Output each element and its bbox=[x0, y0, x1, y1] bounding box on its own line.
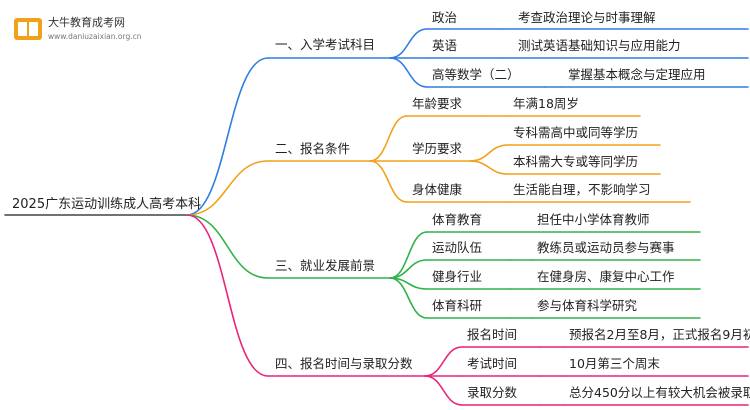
branch-label-4: 四、报名时间与录取分数 bbox=[275, 356, 413, 371]
b3-item-1-label: 体育教育 bbox=[432, 212, 482, 227]
b4-item-2-detail: 10月第三个周末 bbox=[569, 356, 660, 371]
edge-b4-i1 bbox=[424, 346, 463, 377]
edge-b4-i3 bbox=[424, 375, 463, 406]
b2-item-3-label: 身体健康 bbox=[412, 182, 463, 197]
b4-item-3-detail: 总分450分以上有较大机会被录取 bbox=[569, 385, 750, 400]
edge-b2-i2-d1 bbox=[469, 144, 509, 162]
b2-item-2-label: 学历要求 bbox=[412, 141, 463, 156]
edge-b3-i4 bbox=[389, 277, 428, 319]
b2-item-1-label: 年龄要求 bbox=[412, 96, 463, 111]
b1-item-3-label: 高等数学（二） bbox=[432, 67, 520, 82]
b4-item-3-label: 录取分数 bbox=[467, 385, 518, 400]
edge-b2-i3 bbox=[369, 160, 408, 203]
edge-b3-i1 bbox=[389, 231, 428, 279]
b3-item-4-label: 体育科研 bbox=[432, 298, 482, 313]
edge-b3-i2 bbox=[389, 259, 428, 279]
b2-item-2-detail-2: 本科需大专或等同学历 bbox=[513, 154, 638, 169]
edge-root-b2 bbox=[186, 160, 269, 216]
b1-item-2-label: 英语 bbox=[432, 38, 457, 53]
b1-item-2-detail: 测试英语基础知识与应用能力 bbox=[518, 38, 681, 53]
logo-url: www.daniuzaixian.org.cn bbox=[48, 32, 142, 41]
b3-item-1-detail: 担任中小学体育教师 bbox=[537, 212, 650, 227]
edge-b2-i2-d2 bbox=[469, 160, 509, 175]
b1-item-3-detail: 掌握基本概念与定理应用 bbox=[568, 67, 706, 82]
logo-title: 大牛教育成考网 bbox=[48, 16, 125, 29]
b3-item-3-detail: 在健身房、康复中心工作 bbox=[537, 269, 675, 284]
b4-item-1-detail: 预报名2月至8月，正式报名9月初 bbox=[569, 327, 750, 342]
book-logo-icon bbox=[14, 18, 42, 40]
root-node-label: 2025广东运动训练成人高考本科 bbox=[12, 196, 201, 212]
edge-root-b1 bbox=[186, 57, 269, 216]
edge-root-b3 bbox=[186, 214, 269, 279]
b2-item-2-detail-1: 专科需高中或同等学历 bbox=[513, 125, 638, 140]
b3-item-2-detail: 教练员或运动员参与赛事 bbox=[537, 240, 675, 255]
b2-item-3-detail: 生活能自理，不影响学习 bbox=[513, 182, 651, 197]
b1-item-1-label: 政治 bbox=[432, 10, 457, 25]
branch-label-2: 二、报名条件 bbox=[275, 141, 350, 156]
branch-label-3: 三、就业发展前景 bbox=[275, 258, 375, 273]
branch-label-1: 一、入学考试科目 bbox=[275, 37, 375, 52]
edge-b1-i3 bbox=[389, 57, 428, 88]
edge-b2-i1 bbox=[369, 115, 408, 162]
edge-root-b4 bbox=[186, 214, 269, 377]
b4-item-2-label: 考试时间 bbox=[467, 356, 517, 371]
edge-b1-i1 bbox=[389, 28, 428, 59]
site-logo[interactable]: 大牛教育成考网 www.daniuzaixian.org.cn bbox=[8, 8, 158, 50]
b3-item-3-label: 健身行业 bbox=[432, 269, 482, 284]
b3-item-2-label: 运动队伍 bbox=[432, 240, 482, 255]
b3-item-4-detail: 参与体育科学研究 bbox=[537, 298, 638, 313]
b1-item-1-detail: 考查政治理论与时事理解 bbox=[518, 10, 656, 25]
b4-item-1-label: 报名时间 bbox=[467, 327, 517, 342]
b2-item-1-detail: 年满18周岁 bbox=[513, 96, 579, 111]
